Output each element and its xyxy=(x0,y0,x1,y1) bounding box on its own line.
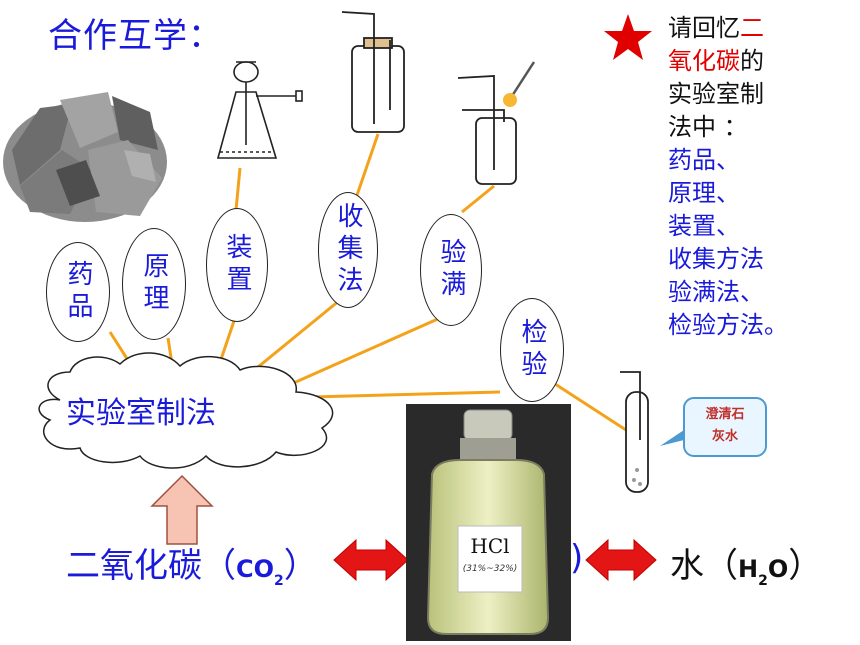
recall-line: 收集方法 xyxy=(668,243,828,276)
hcl-label: HCl xyxy=(470,534,510,558)
recall-text: 法中 ： xyxy=(668,113,748,141)
hcl-concentration: (31%~32%) xyxy=(462,564,518,574)
water-symbol-h: H xyxy=(738,555,759,583)
recall-line: 检验方法。 xyxy=(668,309,828,342)
cloud-shape xyxy=(38,352,334,469)
recall-line: 实验室制 xyxy=(668,78,828,111)
recall-line: 装置、 xyxy=(668,210,828,243)
limewater-label: 澄清石 灰水 xyxy=(688,404,762,448)
oval-shoujifa[interactable]: 收集法 xyxy=(318,192,378,308)
line-apparatus-flask xyxy=(234,167,242,211)
red-star-icon xyxy=(604,14,652,60)
co2-symbol: CO xyxy=(236,555,275,583)
recall-line: 原理、 xyxy=(668,177,828,210)
recall-line: 请回忆二 xyxy=(668,12,828,45)
recall-text: 实验室制 xyxy=(668,80,764,108)
recall-line: 氧化碳的 xyxy=(668,45,828,78)
water-symbol-o: O xyxy=(767,555,789,583)
double-arrow-right xyxy=(585,538,657,582)
co2-name: 二氧化碳（ xyxy=(66,546,236,586)
oval-label: 检验 xyxy=(517,318,547,382)
oval-label: 验满 xyxy=(436,238,466,302)
recall-line: 药品、 xyxy=(668,144,828,177)
water-close: ） xyxy=(788,546,823,586)
double-arrow-left xyxy=(333,538,409,582)
recall-prompt: 请回忆二氧化碳的实验室制法中 ：药品、原理、装置、收集方法验满法、检验方法。 xyxy=(668,12,828,342)
limestone-rocks-image xyxy=(3,92,167,222)
recall-text: 药品、 xyxy=(668,146,740,174)
recall-text: 收集方法 xyxy=(668,245,764,273)
recall-text: 装置、 xyxy=(668,212,740,240)
flame-icon xyxy=(503,93,517,107)
oval-yaopin[interactable]: 药品 xyxy=(46,242,110,342)
oval-jianyan[interactable]: 检验 xyxy=(500,298,564,402)
recall-text: 的 xyxy=(740,47,764,75)
recall-text: 请回忆 xyxy=(668,14,740,42)
line-gas-bottle xyxy=(354,133,380,199)
up-arrow xyxy=(150,474,214,545)
hidden-formula-fragment: ) xyxy=(570,538,584,578)
recall-line: 法中 ： xyxy=(668,111,828,144)
recall-text: 二 xyxy=(740,14,764,42)
oval-label: 装置 xyxy=(222,233,252,297)
oval-yuanli[interactable]: 原理 xyxy=(122,228,186,340)
recall-text: 原理、 xyxy=(668,179,740,207)
recall-line: 验满法、 xyxy=(668,276,828,309)
gas-collecting-bottle-icon xyxy=(341,11,405,133)
co2-close: ） xyxy=(283,546,318,586)
limewater-test-tube-icon xyxy=(620,371,767,493)
oval-label: 药品 xyxy=(63,260,93,324)
oval-zhuangzhi[interactable]: 装置 xyxy=(206,208,268,322)
recall-text: 氧化碳 xyxy=(668,47,740,75)
water-subscript: 2 xyxy=(758,572,768,589)
page-title: 合作互学： xyxy=(48,16,223,56)
line-test-tube xyxy=(551,380,627,432)
water-formula: 水（H2O） xyxy=(670,538,822,589)
hcl-bottle-photo: HCl (31%~32%) xyxy=(406,404,571,641)
limewater-label-line1: 澄清石 xyxy=(705,407,745,422)
water-name: 水（ xyxy=(670,546,738,586)
oval-yanman[interactable]: 验满 xyxy=(420,214,482,326)
line-check-bottle xyxy=(461,184,495,214)
limewater-label-line2: 灰水 xyxy=(711,429,738,444)
oval-label: 原理 xyxy=(139,252,169,316)
center-label: 实验室制法 xyxy=(66,396,216,431)
double-arrows xyxy=(333,538,657,582)
recall-text: 检验方法。 xyxy=(668,311,788,339)
recall-text: 验满法、 xyxy=(668,278,764,306)
co2-formula: 二氧化碳（CO2） xyxy=(66,538,318,589)
flask-apparatus-icon xyxy=(216,61,303,159)
gas-test-bottle-icon xyxy=(457,61,536,185)
oval-label: 收集法 xyxy=(333,202,363,298)
co2-subscript: 2 xyxy=(274,572,284,589)
